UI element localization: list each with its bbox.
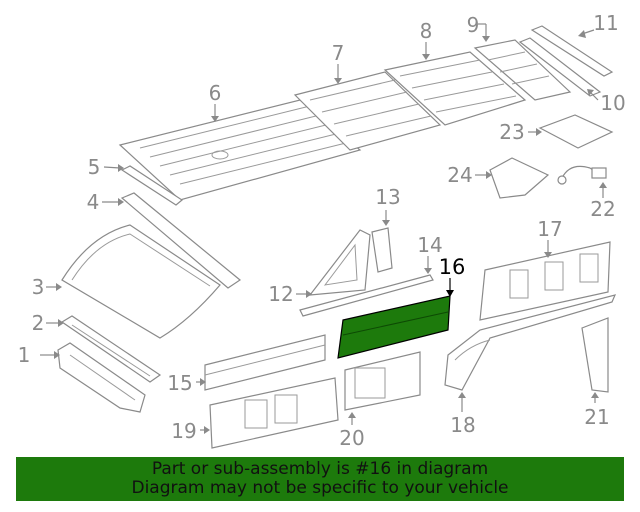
- callout-14: 14: [417, 233, 442, 257]
- callout-7: 7: [332, 41, 345, 65]
- callout-23: 23: [499, 120, 524, 144]
- part-20-inner-panel[interactable]: [344, 351, 421, 411]
- part-22-wiring-harness[interactable]: [557, 165, 607, 185]
- callout-2: 2: [32, 311, 45, 335]
- callout-13: 13: [375, 185, 400, 209]
- part-23-bracket[interactable]: [538, 114, 614, 149]
- callout-24: 24: [447, 163, 472, 187]
- callout-3: 3: [32, 275, 45, 299]
- banner-line-1: Part or sub-assembly is #16 in diagram: [151, 459, 489, 479]
- part-2-cowl-panel[interactable]: [60, 315, 162, 383]
- part-3-windshield[interactable]: [61, 224, 221, 339]
- callout-20: 20: [339, 426, 364, 450]
- callout-9: 9: [467, 13, 480, 37]
- part-5-roof-rail[interactable]: [120, 165, 184, 206]
- part-19-inner-panel[interactable]: [209, 377, 339, 449]
- part-14-rail[interactable]: [299, 274, 434, 317]
- callout-16: 16: [439, 255, 466, 279]
- part-24-bracket[interactable]: [489, 157, 550, 199]
- part-21-pillar[interactable]: [581, 317, 609, 393]
- callout-15: 15: [167, 371, 192, 395]
- part-10-roof-bow[interactable]: [518, 37, 602, 97]
- callout-1: 1: [18, 343, 31, 367]
- callout-4: 4: [87, 190, 100, 214]
- part-18-wheelhouse[interactable]: [444, 294, 617, 391]
- part-12-a-pillar[interactable]: [308, 229, 371, 296]
- part-4-windshield-header[interactable]: [120, 192, 242, 289]
- callout-21: 21: [584, 405, 609, 429]
- part-16-side-panel[interactable]: [337, 295, 451, 359]
- callout-18: 18: [450, 413, 475, 437]
- parts-diagram: 1 2 3 4 5 6 7 8 9 10 11 12 13 14 15 16 1…: [18, 11, 626, 450]
- banner-line-2: Diagram may not be specific to your vehi…: [131, 478, 509, 498]
- callout-19: 19: [171, 419, 196, 443]
- part-7-roof-panel[interactable]: [293, 71, 442, 151]
- callout-5: 5: [88, 155, 101, 179]
- callout-10: 10: [600, 91, 625, 115]
- callout-12: 12: [268, 282, 293, 306]
- part-13-bracket[interactable]: [371, 227, 393, 273]
- callout-11: 11: [593, 11, 618, 35]
- part-15-side-panel[interactable]: [204, 334, 326, 391]
- info-banner: Part or sub-assembly is #16 in diagram D…: [16, 457, 624, 501]
- callout-6: 6: [209, 81, 222, 105]
- part-1-cowl-top[interactable]: [57, 342, 146, 413]
- part-6-roof-panel[interactable]: [118, 99, 362, 201]
- part-8-roof-panel[interactable]: [383, 51, 527, 126]
- part-9-roof-panel[interactable]: [473, 39, 572, 101]
- part-17-inner-side-panel[interactable]: [479, 241, 611, 321]
- part-11-header-rail[interactable]: [530, 25, 614, 77]
- leader-lines: [40, 23, 607, 434]
- callout-17: 17: [537, 217, 562, 241]
- callout-22: 22: [590, 197, 615, 221]
- callout-8: 8: [420, 19, 433, 43]
